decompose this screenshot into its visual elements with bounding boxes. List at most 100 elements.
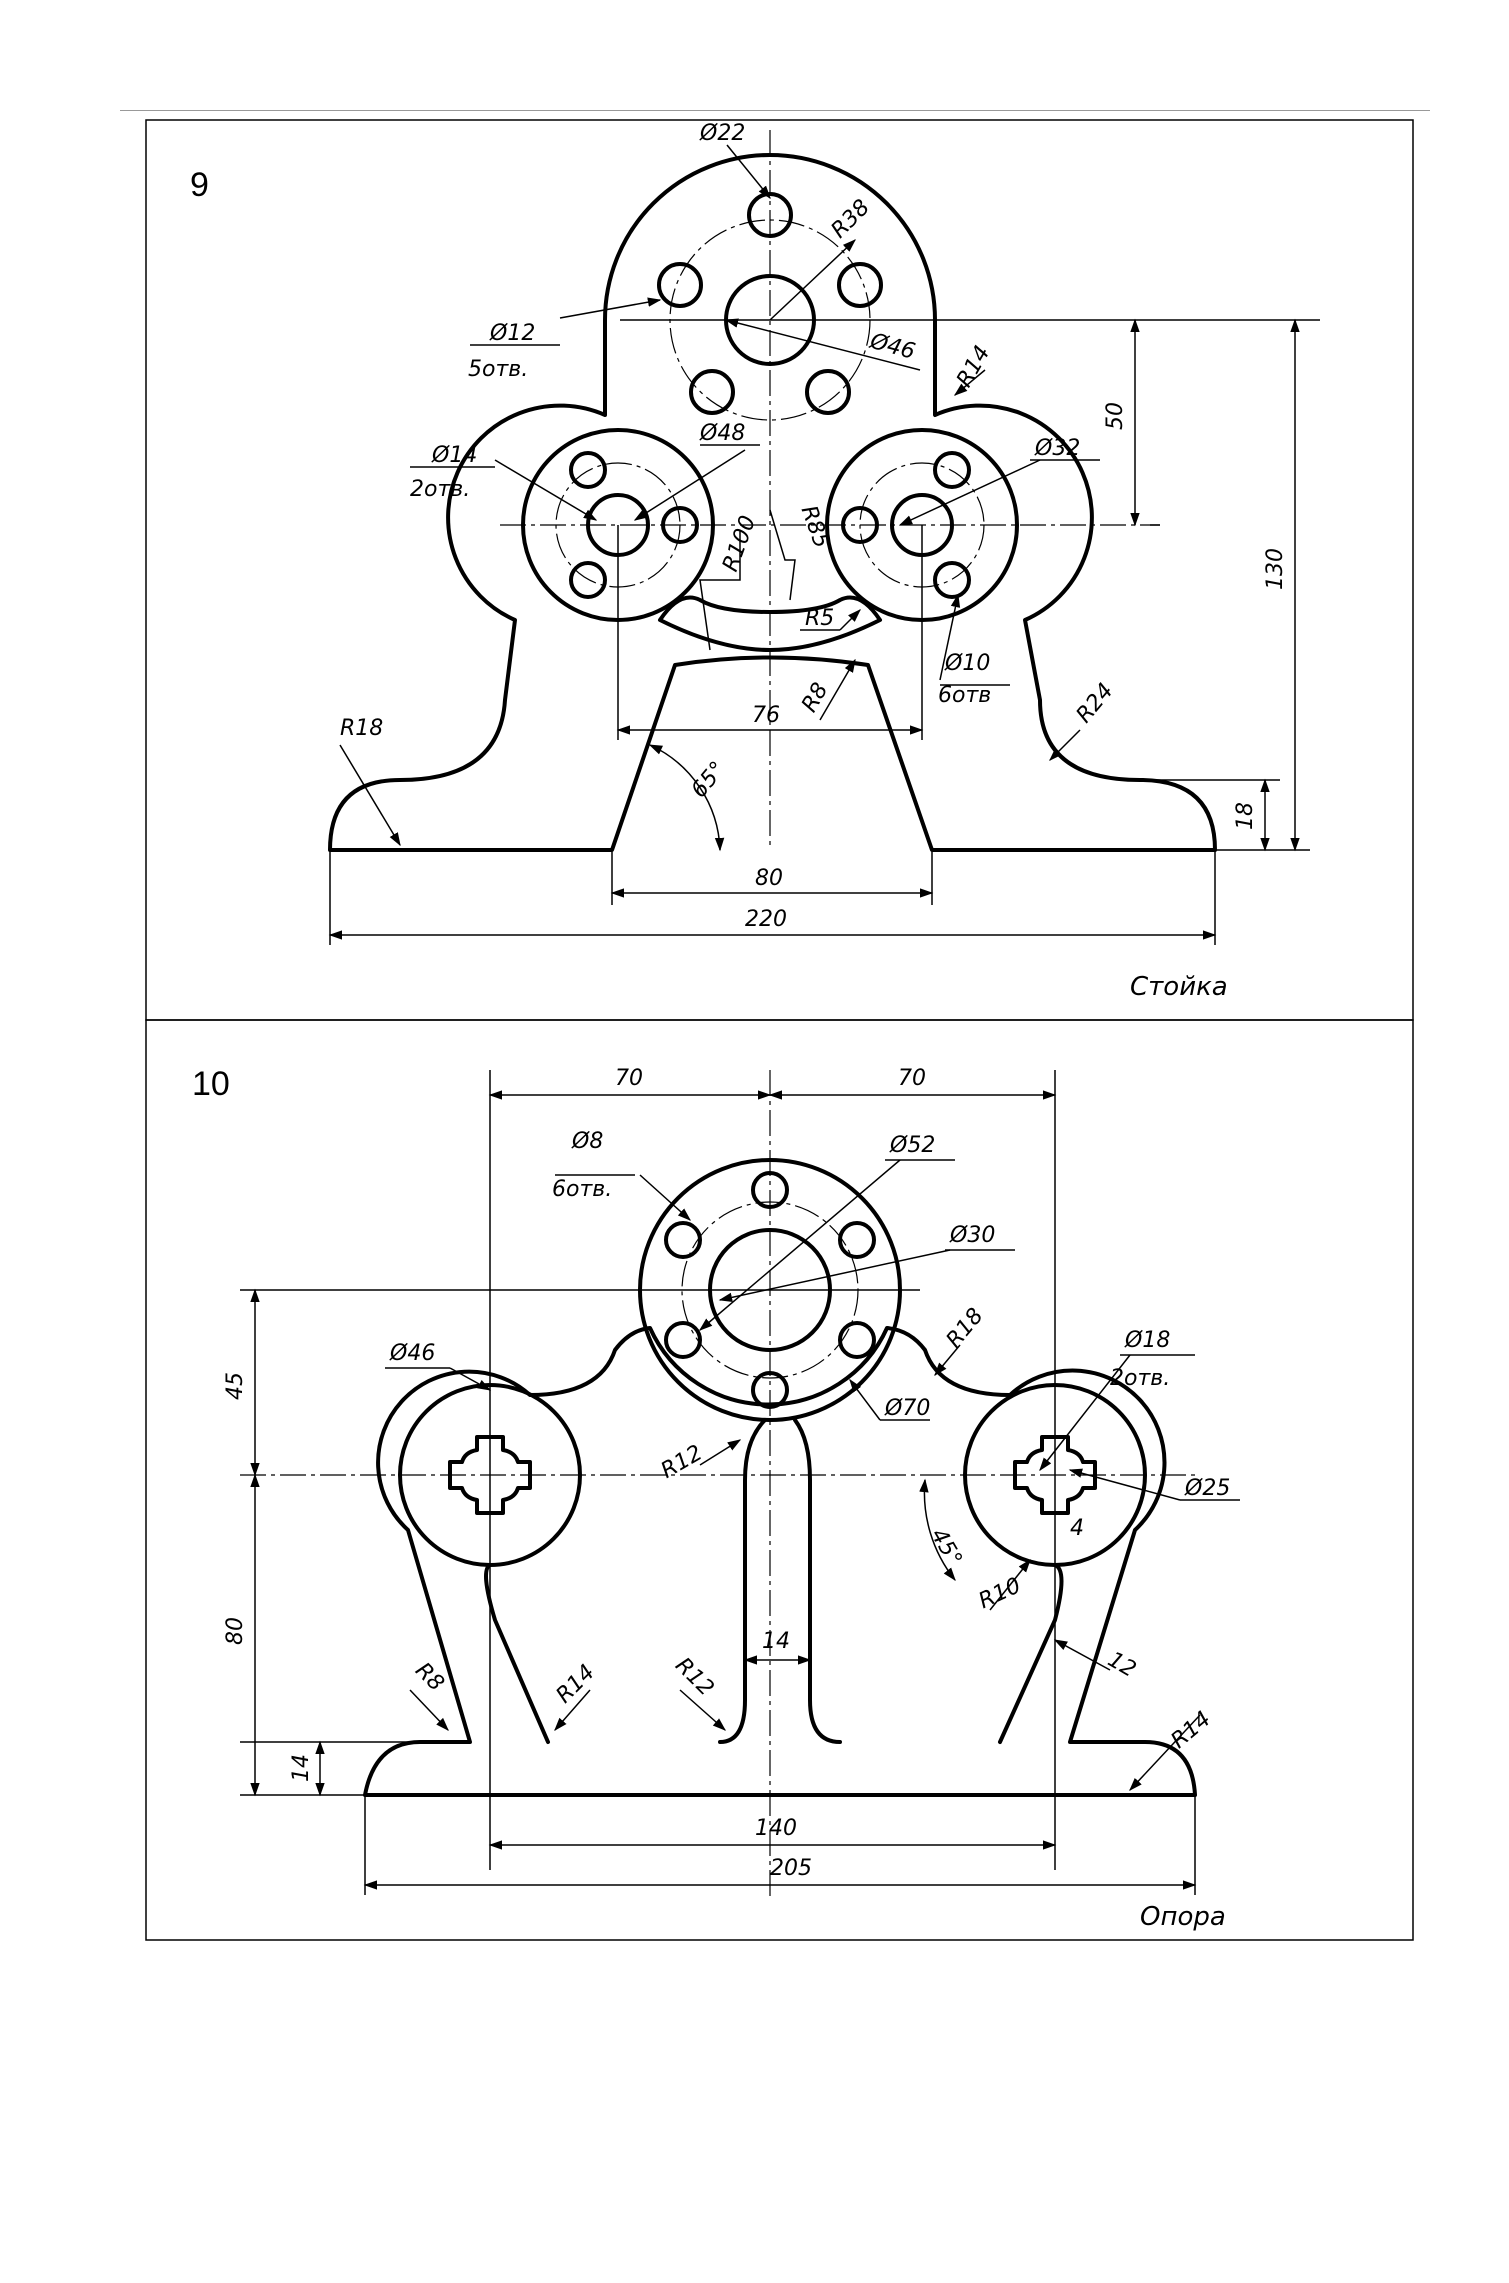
hub-hole-3: [838, 1221, 876, 1259]
label-r12a: R12: [657, 1441, 707, 1484]
label-r18: R18: [340, 716, 383, 741]
label-d70a: 70: [615, 1066, 643, 1091]
frame-10: 10: [145, 1019, 1414, 1941]
dim-arc-65: [648, 744, 725, 852]
bolt-circle-top: [669, 219, 871, 421]
leader-phi8: [639, 1174, 692, 1221]
label-r12b: R12: [670, 1653, 718, 1701]
top-hole-5: [805, 369, 851, 415]
label-d12: 12: [1103, 1647, 1140, 1683]
leader-r38: [769, 239, 856, 321]
label-d140: 140: [755, 1816, 797, 1841]
leader-r14a: [554, 1689, 591, 1732]
label-phi52: Ø52: [889, 1133, 935, 1158]
leader-d12: [1053, 1639, 1111, 1671]
leader-r12b: [679, 1689, 727, 1731]
leader-r24: [1049, 729, 1081, 761]
leader-phi25: [1068, 1468, 1181, 1501]
frame-9-number: 9: [190, 166, 209, 204]
label-d80-10: 80: [223, 1617, 248, 1645]
leader-r18-10: [934, 1344, 961, 1377]
leader-r85: [769, 509, 796, 601]
label-d76: 76: [752, 703, 780, 728]
label-d220: 220: [745, 907, 787, 932]
leader-phi52: [698, 1159, 901, 1331]
label-d45: 45: [223, 1372, 248, 1400]
label-r8: R8: [797, 679, 833, 717]
frame-9-caption: Стойка: [1130, 972, 1228, 1002]
label-phi14: Ø14: [431, 443, 477, 468]
label-holes2-10: 2отв.: [1110, 1366, 1170, 1391]
label-phi8: Ø8: [571, 1129, 603, 1154]
leader-r8: [819, 658, 856, 721]
leader-r100: [699, 530, 741, 651]
right-hole-1: [933, 451, 971, 489]
label-phi32: Ø32: [1034, 436, 1080, 461]
label-d205: 205: [770, 1856, 812, 1881]
right-hole-3: [841, 506, 879, 544]
bolt-circle-10: [681, 1201, 859, 1379]
label-holes2: 2отв.: [410, 477, 470, 502]
leader-phi46: [724, 318, 921, 371]
label-r5: R5: [805, 606, 834, 631]
leader-phi10: [939, 593, 961, 681]
frame-9: 9: [145, 119, 1414, 1021]
label-a45: 45°: [925, 1524, 966, 1570]
frame-10-number: 10: [192, 1065, 230, 1103]
label-d80: 80: [755, 866, 783, 891]
inner-slot: [658, 595, 882, 652]
label-phi46: Ø46: [867, 329, 918, 365]
center-web: [718, 1418, 842, 1744]
right-hole-2: [933, 561, 971, 599]
top-hole-3: [837, 262, 883, 308]
top-rule: [120, 110, 1430, 111]
label-r14b: R14: [1167, 1707, 1216, 1754]
leader-r5: [839, 609, 861, 631]
leader-r8-10: [409, 1689, 449, 1731]
hub-hole-2: [664, 1221, 702, 1259]
left-hole-1: [569, 451, 607, 489]
label-r8-10: R8: [410, 1658, 448, 1696]
frame-10-border: [145, 1019, 1414, 1941]
hub-hole-1: [751, 1171, 789, 1209]
leader-phi14: [494, 459, 598, 521]
leader-r14: [953, 369, 986, 396]
top-hole-4: [689, 369, 735, 415]
label-d50: 50: [1103, 402, 1128, 430]
right-keyed-hole: [1013, 1435, 1097, 1515]
frame-10-caption: Опора: [1140, 1902, 1226, 1932]
leader-phi48: [633, 449, 746, 521]
label-holes5: 5отв.: [468, 357, 528, 382]
label-phi70: Ø70: [884, 1396, 930, 1421]
label-r38: R38: [827, 195, 875, 243]
dim-arc-45: [919, 1478, 956, 1582]
label-r18-10: R18: [942, 1304, 989, 1353]
label-d130: 130: [1263, 548, 1288, 590]
leader-r12a: [699, 1439, 742, 1466]
right-boss-10: [963, 1383, 1147, 1567]
label-a65: 65°: [687, 757, 731, 803]
hub-hole-6: [751, 1371, 789, 1409]
label-r100: R100: [718, 512, 761, 574]
leader-r18: [339, 744, 401, 847]
label-r14a: R14: [552, 1660, 600, 1708]
label-phi22: Ø22: [699, 121, 745, 146]
hub-hole-4: [664, 1321, 702, 1359]
leader-phi18: [1039, 1354, 1131, 1472]
hub-hole-5: [838, 1321, 876, 1359]
label-d70b: 70: [898, 1066, 926, 1091]
top-hole-2: [657, 262, 703, 308]
label-r14: R14: [952, 342, 995, 392]
left-arm-inner: [484, 1563, 550, 1744]
label-holes6-10: 6отв.: [552, 1177, 612, 1202]
label-phi12: Ø12: [489, 321, 535, 346]
label-d14a: 14: [762, 1629, 790, 1654]
label-phi46-10: Ø46: [389, 1341, 435, 1366]
left-hole-3: [661, 506, 699, 544]
label-d4: 4: [1070, 1516, 1084, 1541]
label-phi25: Ø25: [1184, 1476, 1230, 1501]
label-phi48: Ø48: [699, 421, 745, 446]
leader-phi32: [898, 459, 1041, 526]
